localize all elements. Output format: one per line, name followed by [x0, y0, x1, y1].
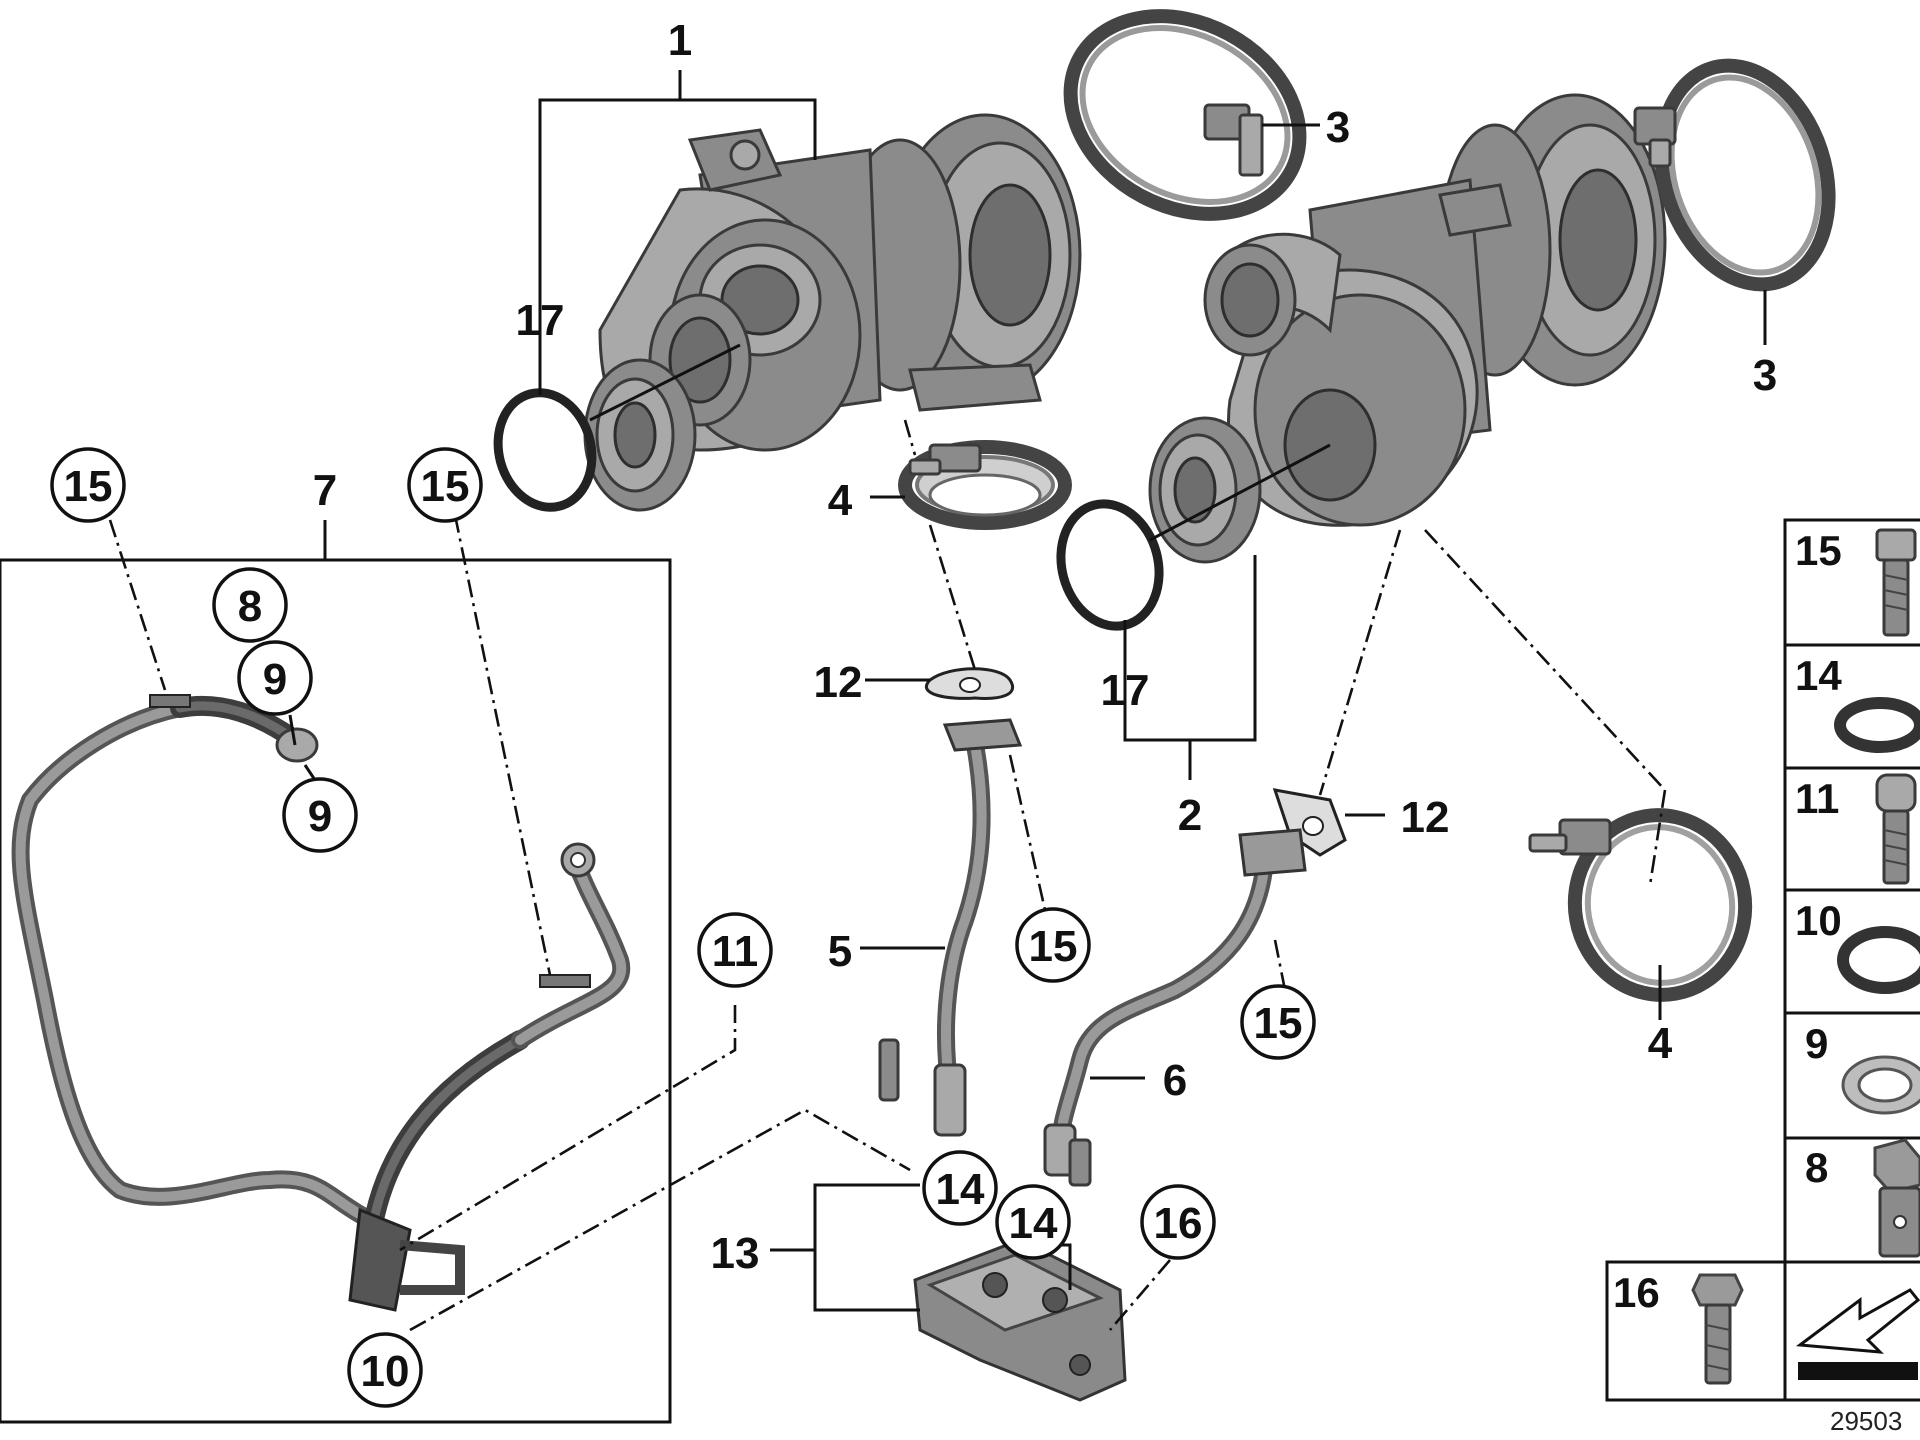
- gasket-right: [1272, 788, 1347, 857]
- bolt-icon: [1875, 773, 1917, 885]
- callout-10: 10: [347, 1332, 423, 1408]
- callout-15-pipe-6: 15: [1240, 984, 1316, 1060]
- hardware-legend: 15 14 11: [1605, 518, 1920, 1402]
- svg-text:15: 15: [1029, 922, 1078, 971]
- svg-text:14: 14: [1009, 1199, 1058, 1248]
- callout-8: 8: [212, 567, 288, 643]
- svg-text:15: 15: [1795, 527, 1842, 574]
- legend-row-11: 11: [1795, 773, 1917, 885]
- legend-row-15: 15: [1795, 527, 1917, 637]
- oil-feed-line-7: [11, 694, 631, 1312]
- v-band-clamp-upper-left: [1063, 9, 1307, 221]
- callout-3-right: 3: [1753, 351, 1777, 400]
- legend-row-10: 10: [1795, 897, 1920, 994]
- diagram-reference-number: 29503: [1830, 1406, 1902, 1436]
- callout-6: 6: [1163, 1056, 1187, 1105]
- plain-callouts: 1 17 3 3 4 4 7 12 17 2 12 5 6 13: [313, 16, 1777, 1278]
- callout-11: 11: [697, 912, 773, 988]
- callout-2: 2: [1178, 791, 1202, 840]
- callout-7: 7: [313, 466, 337, 515]
- callout-15-top-mid: 15: [407, 447, 483, 523]
- svg-text:9: 9: [308, 792, 332, 841]
- callout-4-right: 4: [1648, 1019, 1673, 1068]
- turbo-bracket-13: [913, 1238, 1127, 1402]
- v-band-clamp-upper-right: [1633, 58, 1836, 292]
- svg-text:16: 16: [1154, 1199, 1203, 1248]
- callout-5: 5: [828, 927, 852, 976]
- seal-ring-icon: [1834, 697, 1920, 753]
- callout-4-left: 4: [828, 476, 853, 525]
- svg-text:9: 9: [263, 655, 287, 704]
- svg-text:8: 8: [1805, 1144, 1828, 1191]
- seal-ring-icon: [1837, 926, 1920, 994]
- o-ring-left: [493, 388, 597, 512]
- callout-15-pipe-5: 15: [1015, 907, 1091, 983]
- svg-text:15: 15: [64, 462, 113, 511]
- callout-14-right: 14: [995, 1184, 1071, 1260]
- banjo-bolt-icon: [1873, 1138, 1920, 1258]
- svg-text:10: 10: [361, 1347, 410, 1396]
- exhaust-clamp-right: [1528, 808, 1753, 1002]
- callout-15-top-left: 15: [50, 447, 126, 523]
- direction-arrow-icon: [1795, 1288, 1920, 1380]
- callout-16: 16: [1140, 1184, 1216, 1260]
- svg-text:8: 8: [238, 582, 262, 631]
- washer-icon: [1841, 1055, 1920, 1115]
- legend-row-14: 14: [1795, 652, 1920, 753]
- gasket-left: [925, 667, 1014, 700]
- svg-text:14: 14: [1795, 652, 1842, 699]
- bolt-icon: [1691, 1273, 1744, 1385]
- bolt-icon: [1875, 528, 1917, 637]
- leader-lines: [108, 70, 1767, 1332]
- oil-feed-line-kit-box: [0, 558, 672, 1424]
- svg-text:14: 14: [936, 1165, 985, 1214]
- oil-return-pipe-5: [878, 718, 1023, 1137]
- legend-row-9: 9: [1805, 1020, 1920, 1115]
- callout-9-upper: 9: [237, 640, 313, 716]
- svg-text:9: 9: [1805, 1020, 1828, 1067]
- svg-text:11: 11: [1795, 775, 1839, 822]
- svg-text:10: 10: [1795, 897, 1842, 944]
- callout-12-left: 12: [814, 658, 863, 707]
- svg-text:16: 16: [1613, 1269, 1660, 1316]
- callout-9-lower: 9: [282, 777, 358, 853]
- oil-return-pipe-6: [1043, 828, 1307, 1187]
- svg-text:11: 11: [712, 927, 759, 976]
- legend-row-16: 16: [1613, 1269, 1744, 1385]
- callout-17-left: 17: [516, 296, 565, 345]
- callout-3-upper: 3: [1326, 103, 1350, 152]
- callout-1: 1: [668, 16, 692, 65]
- turbocharger-2: [1148, 93, 1667, 564]
- callout-17-right: 17: [1101, 666, 1150, 715]
- svg-text:15: 15: [1254, 999, 1303, 1048]
- exhaust-clamp-left: [898, 440, 1072, 530]
- turbocharger-1: [583, 113, 1082, 512]
- callout-14-left: 14: [922, 1150, 998, 1226]
- legend-row-8: 8: [1805, 1138, 1920, 1258]
- callout-13: 13: [711, 1229, 760, 1278]
- circled-callouts: 15 15 8 9 9 11 15 15: [50, 447, 1316, 1408]
- callout-12-right: 12: [1401, 793, 1450, 842]
- svg-text:15: 15: [421, 462, 470, 511]
